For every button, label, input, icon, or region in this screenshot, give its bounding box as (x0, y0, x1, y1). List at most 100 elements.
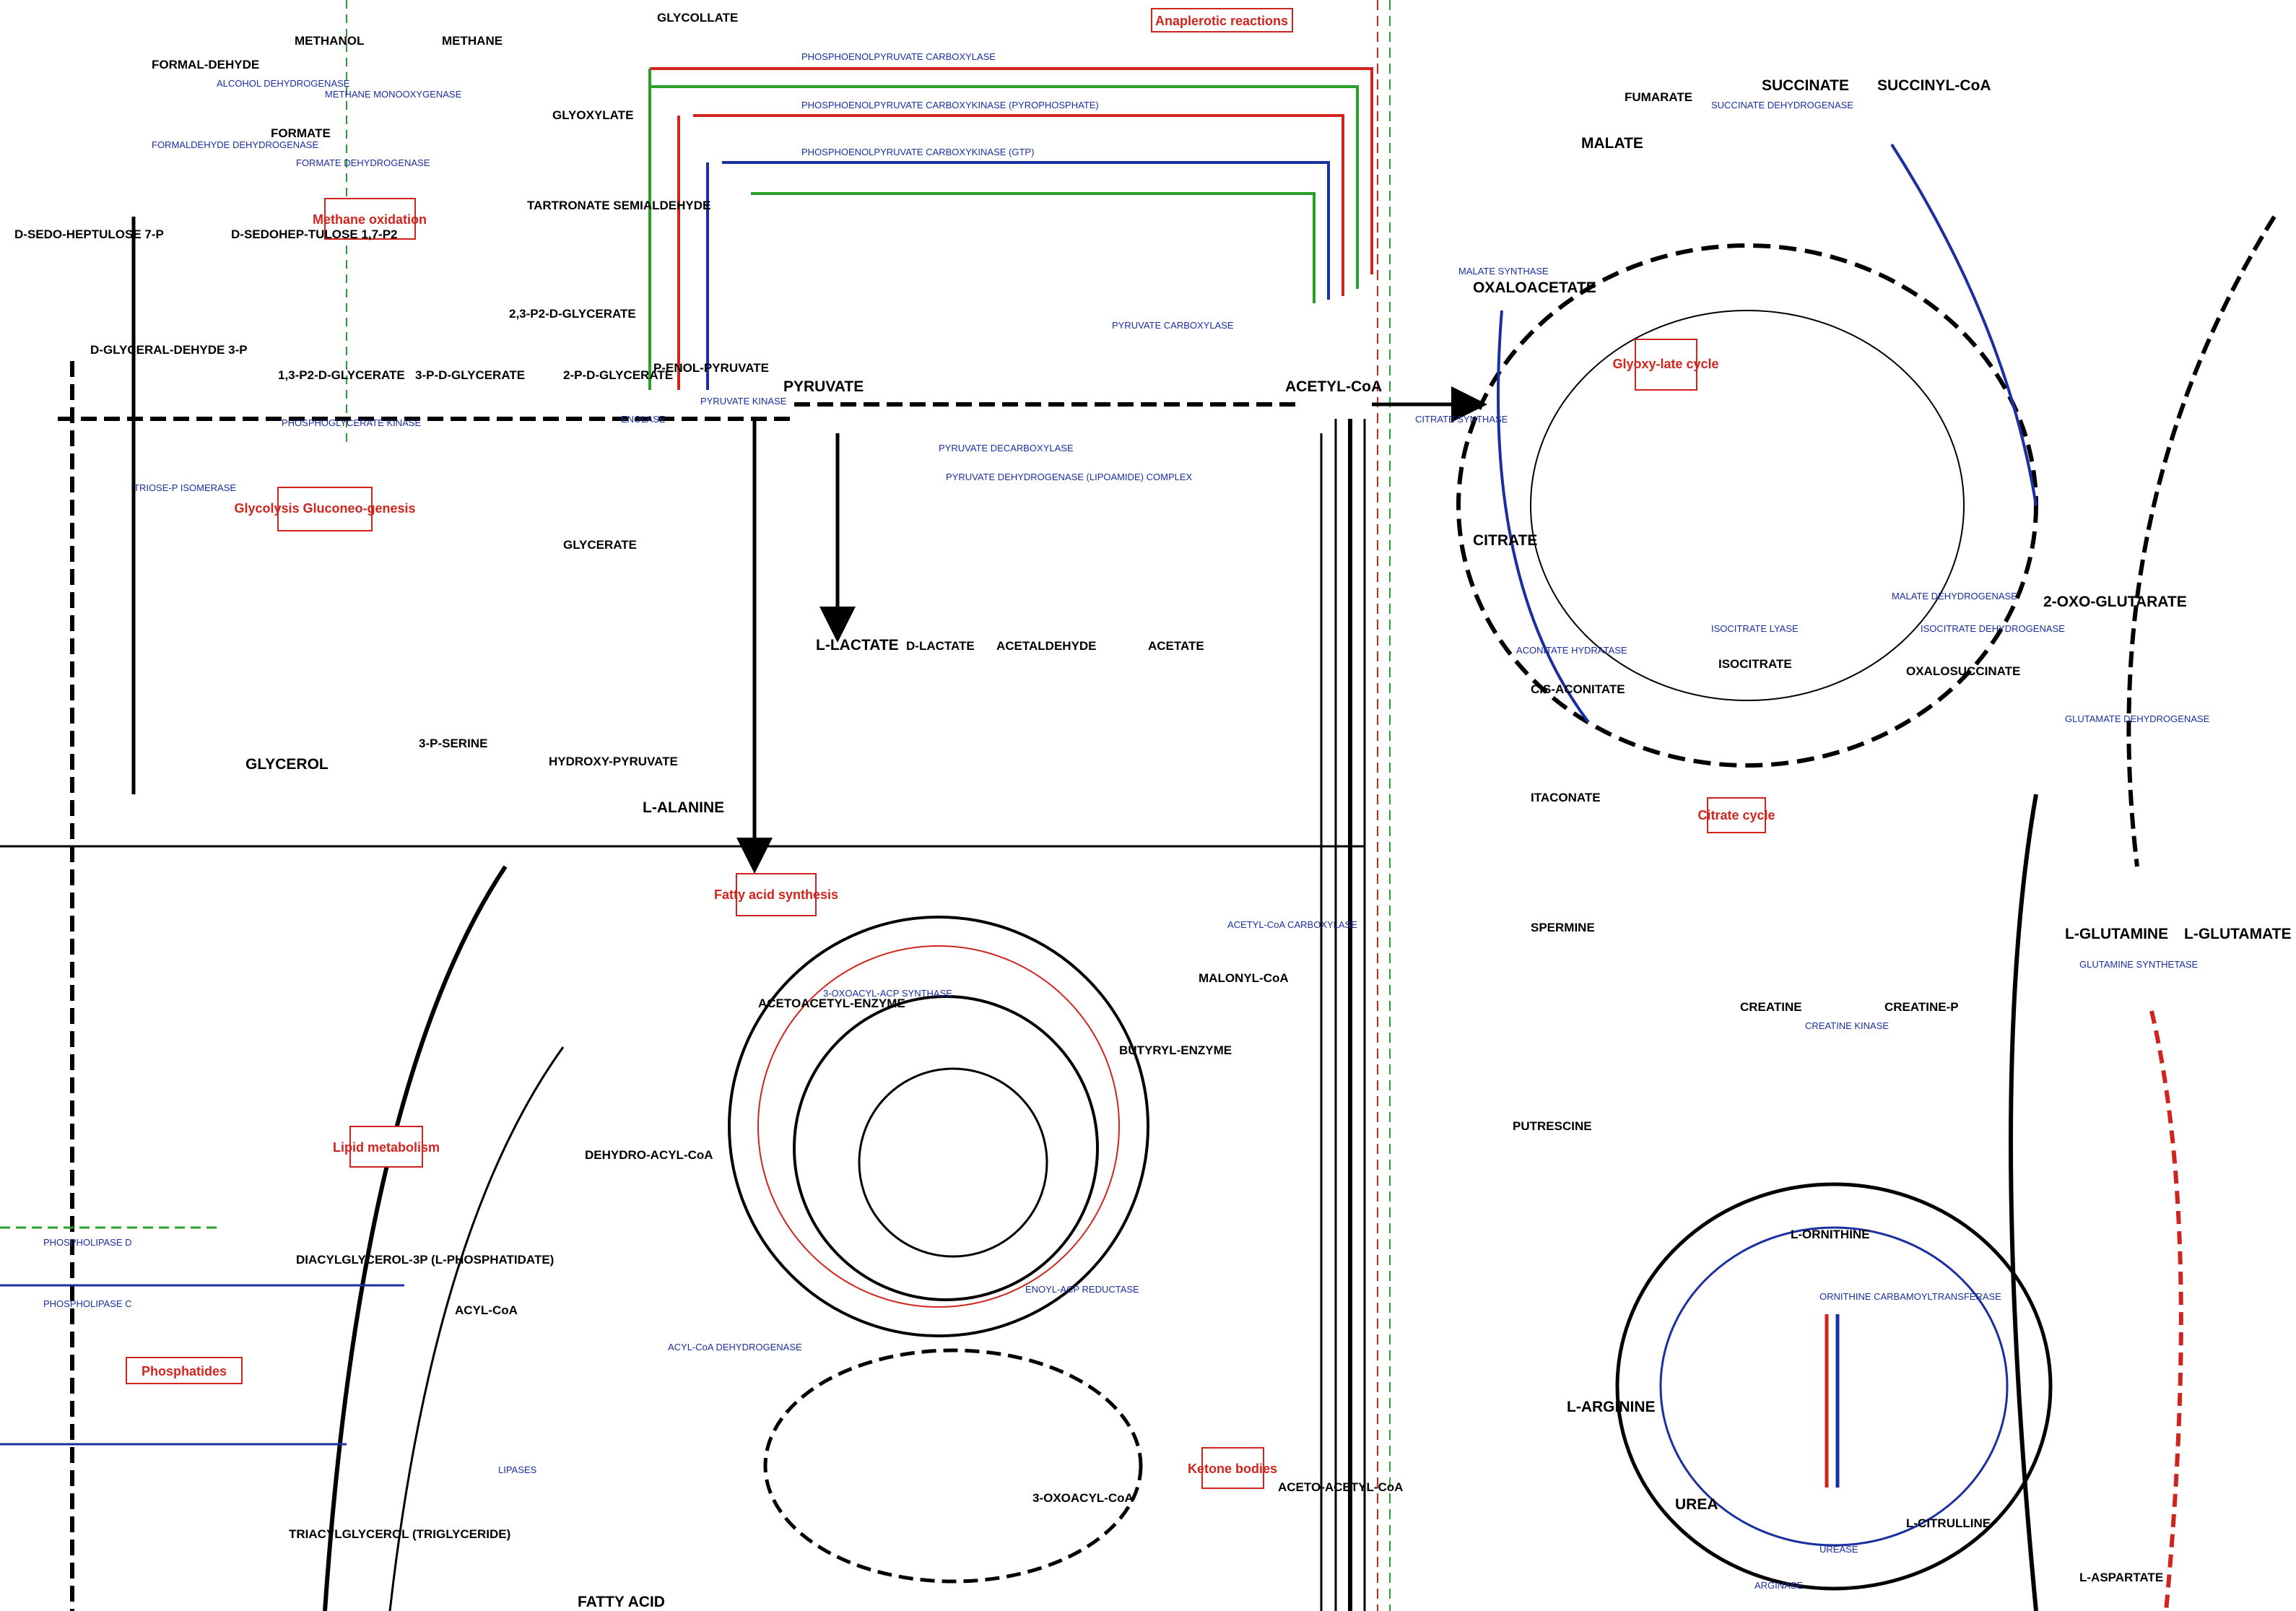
metabolite-methane: METHANE (442, 34, 503, 48)
metabolite-glyceraldehyde-3p: D-GLYCERAL-DEHYDE 3-P (90, 343, 248, 357)
metabolite-3p-glycerate: 3-P-D-GLYCERATE (415, 368, 525, 382)
enzyme-pyruvate-kinase: PYRUVATE KINASE (700, 396, 787, 407)
metabolite-acetoacetyl-coa: ACETO-ACETYL-CoA (1278, 1480, 1403, 1494)
metabolite-creatine-p: CREATINE-P (1884, 1000, 1959, 1014)
metabolite-dehydro-acyl-coa: DEHYDRO-ACYL-CoA (585, 1148, 713, 1162)
section-box-phosphatides: Phosphatides (126, 1358, 242, 1384)
metabolite-spermine: SPERMINE (1531, 921, 1595, 934)
enzyme-formate-dh: FORMATE DEHYDROGENASE (296, 157, 430, 168)
metabolite-l-ornithine: L-ORNITHINE (1791, 1228, 1870, 1241)
metabolite-l-citrulline: L-CITRULLINE (1906, 1516, 1991, 1530)
enzyme-arginase: ARGINASE (1754, 1580, 1804, 1591)
metabolite-citrate: CITRATE (1473, 532, 1537, 549)
enzyme-malate-dh: MALATE DEHYDROGENASE (1892, 591, 2017, 602)
metabolite-malate: MALATE (1581, 135, 1643, 152)
enzyme-enolase: ENOLASE (621, 414, 666, 425)
metabolite-13p2-glycerate: 1,3-P2-D-GLYCERATE (278, 368, 405, 382)
enzyme-pyruvate-decarboxylase: PYRUVATE DECARBOXYLASE (939, 443, 1074, 453)
svg-text:Fatty acid synthesis: Fatty acid synthesis (714, 887, 838, 902)
enzyme-pgk: PHOSPHOGLYCERATE KINASE (282, 417, 421, 428)
enzyme-formaldehyde-dh: FORMALDEHYDE DEHYDROGENASE (152, 139, 318, 150)
metabolite-malonyl-coa: MALONYL-CoA (1199, 971, 1289, 985)
metabolite-l-glutamine: L-GLUTAMINE (2065, 926, 2168, 942)
enzyme-aconitate-hydratase: ACONITATE HYDRATASE (1516, 645, 1627, 656)
metabolite-succinate: SUCCINATE (1762, 77, 1849, 94)
metabolite-sedoheptulose-7p: D-SEDO-HEPTULOSE 7-P (14, 227, 164, 241)
enzyme-alcohol-dh: ALCOHOL DEHYDROGENASE (217, 78, 350, 89)
metabolite-putrescine: PUTRESCINE (1513, 1119, 1592, 1133)
metabolite-itaconate: ITACONATE (1531, 791, 1601, 804)
enzyme-acetyl-coa-carboxylase: ACETYL-CoA CARBOXYLASE (1227, 919, 1357, 930)
metabolite-fatty-acid: FATTY ACID (578, 1594, 665, 1610)
enzyme-pep-carboxylase: PHOSPHOENOLPYRUVATE CARBOXYLASE (801, 51, 996, 62)
enzyme-malate-synthase: MALATE SYNTHASE (1458, 266, 1549, 277)
enzyme-labels: ALCOHOL DEHYDROGENASE METHANE MONOOXYGEN… (43, 51, 2210, 1591)
metabolite-acetaldehyde: ACETALDEHYDE (996, 639, 1097, 653)
metabolite-butyryl-enzyme: BUTYRYL-ENZYME (1119, 1043, 1232, 1057)
metabolite-l-arginine: L-ARGININE (1567, 1399, 1656, 1415)
metabolite-pep: P-ENOL-PYRUVATE (653, 361, 769, 375)
enzyme-phospholipase-c: PHOSPHOLIPASE C (43, 1298, 132, 1309)
metabolite-formate: FORMATE (271, 126, 331, 140)
metabolite-glycollate: GLYCOLLATE (657, 11, 738, 25)
metabolite-isocitrate: ISOCITRATE (1718, 657, 1792, 671)
metabolite-glyoxylate: GLYOXYLATE (552, 108, 633, 122)
metabolite-3p-serine: 3-P-SERINE (419, 737, 487, 750)
enzyme-enoyl-acp-reductase: ENOYL-ACP REDUCTASE (1025, 1284, 1139, 1295)
enzyme-creatine-kinase: CREATINE KINASE (1805, 1020, 1889, 1031)
metabolite-tartronate: TARTRONATE SEMIALDEHYDE (527, 199, 710, 212)
metabolite-urea: UREA (1675, 1496, 1718, 1513)
fatty-acid-spiral (729, 917, 1148, 1336)
metabolite-glycerol: GLYCEROL (245, 756, 329, 773)
section-box-ketone: Ketone bodies (1188, 1448, 1277, 1488)
metabolite-hydroxypyruvate: HYDROXY-PYRUVATE (549, 755, 678, 768)
section-box-glycolysis: Glycolysis Gluconeo-genesis (234, 487, 415, 531)
metabolite-acetate: ACETATE (1148, 639, 1204, 653)
metabolite-acyl-coa: ACYL-CoA (455, 1303, 518, 1317)
enzyme-pepck-pp: PHOSPHOENOLPYRUVATE CARBOXYKINASE (PYROP… (801, 100, 1099, 110)
section-box-anaplerotic: Anaplerotic reactions (1152, 9, 1292, 32)
enzyme-lipases: LIPASES (498, 1464, 537, 1475)
svg-text:Methane oxidation: Methane oxidation (313, 212, 427, 227)
metabolite-glycerate: GLYCERATE (563, 538, 637, 552)
enzyme-phospholipase-d: PHOSPHOLIPASE D (43, 1237, 132, 1248)
svg-text:Phosphatides: Phosphatides (142, 1364, 227, 1378)
svg-text:Lipid metabolism: Lipid metabolism (333, 1140, 440, 1155)
metabolite-formaldehyde: FORMAL-DEHYDE (152, 58, 259, 71)
enzyme-pepck-gtp: PHOSPHOENOLPYRUVATE CARBOXYKINASE (GTP) (801, 147, 1034, 157)
metabolite-sedoheptulose-17p2: D-SEDOHEP-TULOSE 1,7-P2 (231, 227, 398, 241)
beta-oxidation-loop (765, 1350, 1141, 1581)
metabolite-l-lactate: L-LACTATE (816, 637, 899, 653)
enzyme-pdh-complex: PYRUVATE DEHYDROGENASE (LIPOAMIDE) COMPL… (946, 472, 1193, 482)
metabolite-2-oxoglutarate: 2-OXO-GLUTARATE (2043, 594, 2187, 610)
metabolite-l-aspartate: L-ASPARTATE (2079, 1571, 2163, 1584)
enzyme-urease: UREASE (1819, 1544, 1858, 1555)
svg-text:Glyoxy-late cycle: Glyoxy-late cycle (1612, 357, 1718, 371)
svg-text:Glycolysis Gluconeo-genesis: Glycolysis Gluconeo-genesis (234, 501, 415, 516)
svg-text:Ketone bodies: Ketone bodies (1188, 1462, 1277, 1476)
enzyme-acyl-coa-dh: ACYL-CoA DEHYDROGENASE (668, 1342, 802, 1352)
metabolite-d-lactate: D-LACTATE (906, 639, 975, 653)
enzyme-3-oxoacyl-acp-synthase: 3-OXOACYL-ACP SYNTHASE (823, 988, 952, 999)
enzyme-tpi: TRIOSE-P ISOMERASE (134, 482, 236, 493)
metabolite-labels: METHANOL METHANE FORMAL-DEHYDE FORMATE G… (14, 11, 2292, 1610)
enzyme-isocitrate-lyase: ISOCITRATE LYASE (1711, 623, 1799, 634)
metabolite-oxalosuccinate: OXALOSUCCINATE (1906, 664, 2020, 678)
enzyme-glutamine-synthetase: GLUTAMINE SYNTHETASE (2079, 959, 2199, 970)
metabolite-triacylglycerol: TRIACYLGLYCEROL (TRIGLYCERIDE) (289, 1527, 510, 1541)
section-box-fatty-acid: Fatty acid synthesis (714, 874, 838, 916)
metabolite-23p2-glycerate: 2,3-P2-D-GLYCERATE (509, 307, 636, 321)
metabolite-l-alanine: L-ALANINE (643, 799, 724, 816)
enzyme-pyruvate-carboxylase: PYRUVATE CARBOXYLASE (1112, 320, 1234, 331)
metabolite-3-oxoacyl-coa: 3-OXOACYL-CoA (1032, 1491, 1134, 1505)
metabolite-fumarate: FUMARATE (1625, 90, 1692, 104)
metabolite-oxaloacetate: OXALOACETATE (1473, 279, 1596, 296)
metabolite-pyruvate: PYRUVATE (783, 378, 864, 395)
metabolite-cis-aconitate: CIS-ACONITATE (1531, 682, 1625, 696)
section-box-citrate: Citrate cycle (1697, 798, 1775, 833)
enzyme-glutamate-dh: GLUTAMATE DEHYDROGENASE (2065, 713, 2210, 724)
enzyme-citrate-synthase: CITRATE SYNTHASE (1415, 414, 1508, 425)
metabolite-succinyl-coa: SUCCINYL-CoA (1877, 77, 1991, 94)
